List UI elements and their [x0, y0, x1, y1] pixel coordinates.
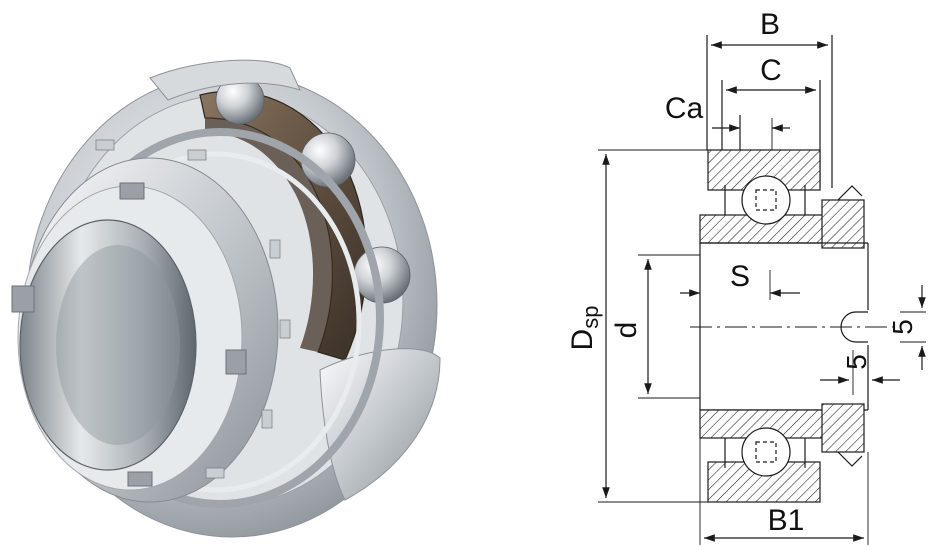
cage-edge: [205, 118, 333, 352]
collar-section-bottom: [821, 403, 865, 453]
bearing-photo: [11, 59, 441, 538]
bore: [19, 219, 197, 471]
label-b: B: [760, 8, 780, 41]
dimension-labels: B C Ca S B1 Dsp d 5 5: [566, 8, 918, 537]
collar-section-top: [821, 199, 865, 249]
collar-slot: [127, 471, 153, 487]
outer-ring-section: [149, 59, 301, 101]
label-dsp: Dsp: [566, 306, 603, 351]
label-dsp-sub: sp: [578, 306, 603, 329]
dimension-drawing: [598, 35, 926, 545]
label-c: C: [760, 54, 782, 87]
collar-slot: [11, 285, 35, 313]
label-five-vertical: 5: [887, 319, 918, 335]
bore-depth: [56, 245, 180, 445]
collar-slot: [225, 349, 247, 375]
ball-section-bottom: [741, 427, 791, 477]
label-five-horizontal: 5: [841, 354, 872, 370]
label-dsp-main: D: [566, 329, 599, 351]
collar-slot: [119, 182, 145, 200]
label-b1: B1: [768, 504, 805, 537]
label-d: d: [610, 322, 643, 339]
label-s: S: [730, 260, 750, 293]
ball-section-top: [741, 175, 791, 225]
set-screw-hole: [840, 311, 868, 343]
seal-teeth: [95, 139, 291, 479]
label-ca: Ca: [665, 92, 704, 125]
outer-ring-section-lower: [319, 348, 441, 501]
